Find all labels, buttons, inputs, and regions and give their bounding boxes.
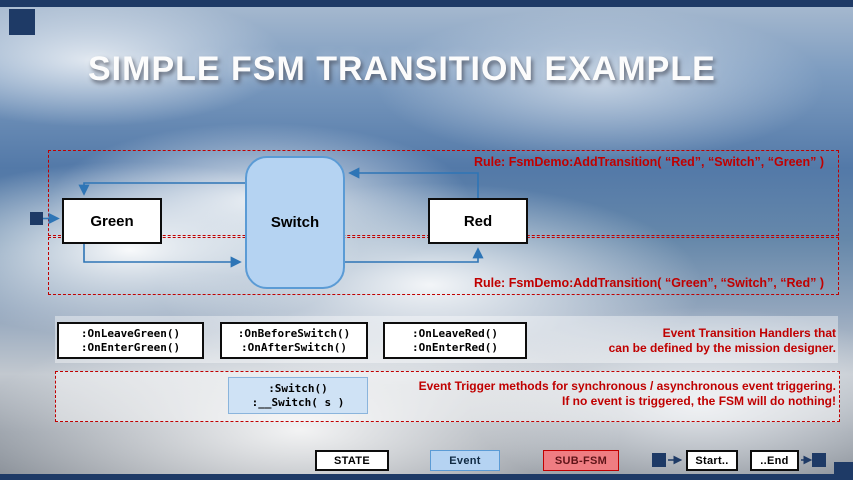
legend-end-box: ..End bbox=[750, 450, 799, 471]
arrow-switch-to-green bbox=[78, 182, 245, 196]
event-switch-label: Switch bbox=[270, 214, 320, 231]
handler-line: :OnBeforeSwitch() bbox=[237, 326, 351, 340]
handlers-note: Event Transition Handlers that can be de… bbox=[609, 326, 836, 356]
triggers-note: Event Trigger methods for synchronous / … bbox=[419, 379, 836, 409]
state-red-label: Red bbox=[463, 212, 493, 230]
handlers-note-line2: can be defined by the mission designer. bbox=[608, 341, 836, 355]
bottom-right-square bbox=[834, 462, 853, 480]
handlers-green-box: :OnLeaveGreen() :OnEnterGreen() bbox=[57, 322, 204, 359]
handler-line: :OnAfterSwitch() bbox=[241, 340, 347, 354]
triggers-band bbox=[55, 371, 840, 422]
handler-line: :OnLeaveGreen() bbox=[80, 326, 181, 340]
triggers-note-line1: Event Trigger methods for synchronous / … bbox=[418, 379, 836, 393]
arrow-green-to-switch bbox=[83, 244, 242, 268]
handlers-red-box: :OnLeaveRed() :OnEnterRed() bbox=[383, 322, 527, 359]
top-border-bar bbox=[0, 0, 853, 7]
start-marker-square bbox=[30, 212, 43, 225]
handlers-note-line1: Event Transition Handlers that bbox=[662, 326, 836, 340]
trigger-line: :__Switch( s ) bbox=[251, 395, 345, 409]
rule-bottom-text: Rule: FsmDemo:AddTransition( “Green”, “S… bbox=[473, 276, 824, 290]
legend-subfsm: SUB-FSM bbox=[543, 450, 619, 471]
event-switch: Switch bbox=[245, 156, 345, 289]
legend-event: Event bbox=[430, 450, 500, 471]
top-left-square bbox=[9, 9, 35, 35]
arrow-red-to-switch bbox=[348, 167, 479, 198]
trigger-methods-box: :Switch() :__Switch( s ) bbox=[228, 377, 368, 414]
legend-state: STATE bbox=[315, 450, 389, 471]
state-green: Green bbox=[62, 198, 162, 244]
legend-start-box: Start.. bbox=[686, 450, 738, 471]
bottom-border-bar bbox=[0, 474, 853, 480]
arrow-switch-to-red bbox=[345, 247, 484, 263]
state-green-label: Green bbox=[90, 212, 134, 230]
handler-line: :OnLeaveRed() bbox=[411, 326, 499, 340]
handler-line: :OnEnterRed() bbox=[411, 340, 499, 354]
handlers-switch-box: :OnBeforeSwitch() :OnAfterSwitch() bbox=[220, 322, 368, 359]
rule-top-text: Rule: FsmDemo:AddTransition( “Red”, “Swi… bbox=[473, 155, 824, 169]
state-red: Red bbox=[428, 198, 528, 244]
page-title: SIMPLE FSM TRANSITION EXAMPLE bbox=[88, 50, 716, 88]
legend-end-square bbox=[812, 453, 826, 467]
trigger-line: :Switch() bbox=[268, 381, 328, 395]
handler-line: :OnEnterGreen() bbox=[80, 340, 181, 354]
triggers-note-line2: If no event is triggered, the FSM will d… bbox=[562, 394, 836, 408]
legend-start-square bbox=[652, 453, 666, 467]
